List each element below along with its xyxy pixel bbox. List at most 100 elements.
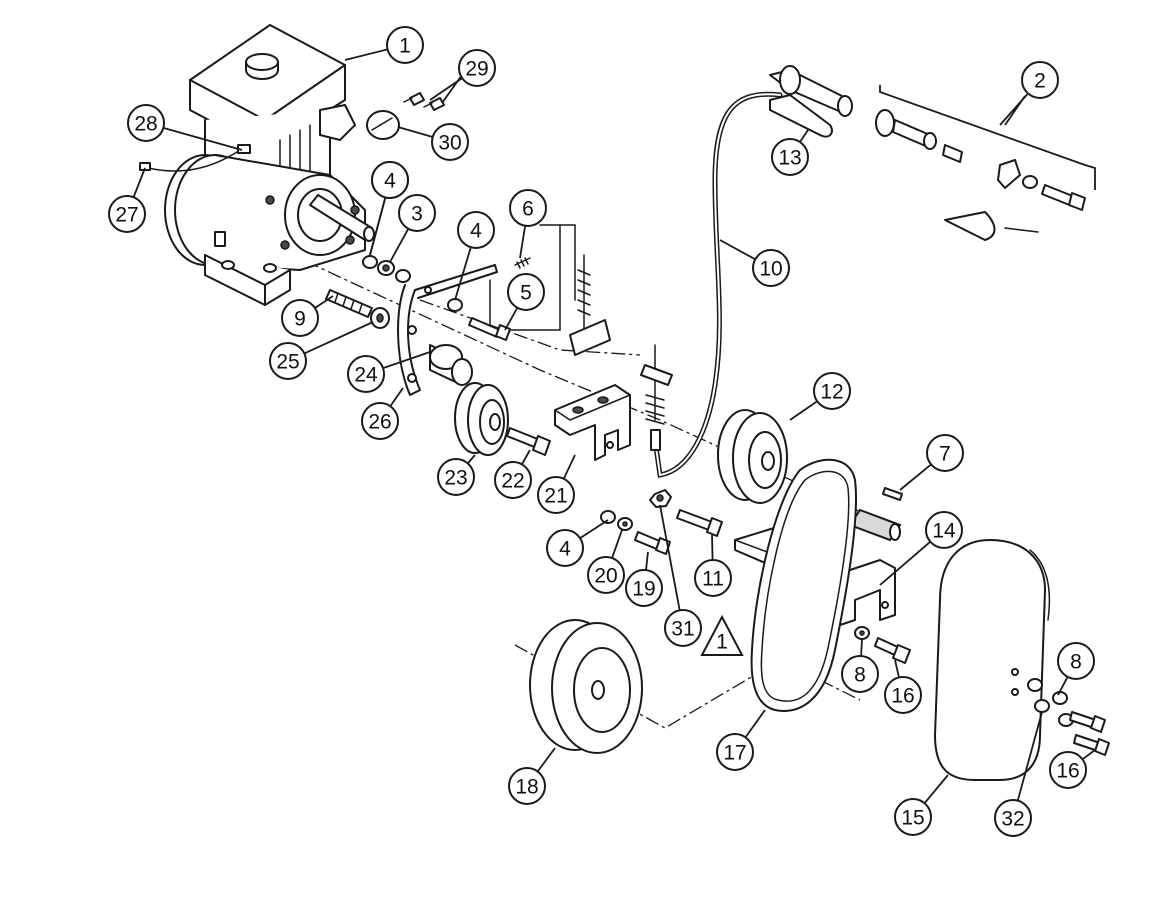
- leader-line-1: [344, 48, 388, 61]
- leader-line-15: [923, 774, 949, 804]
- warning-triangle: [700, 614, 744, 656]
- callout-26: 26: [361, 402, 399, 440]
- spacer-24: [429, 344, 473, 386]
- leader-line-4: [579, 519, 609, 539]
- callout-circle: [494, 461, 532, 499]
- callout-number: 25: [276, 351, 299, 374]
- callout-circle: [771, 138, 809, 176]
- callout-number: 32: [1001, 808, 1024, 831]
- callout-21: 21: [537, 476, 575, 514]
- callout-12: 12: [813, 372, 851, 410]
- leader-line-30: [397, 126, 433, 138]
- leader-line-32: [1016, 711, 1043, 801]
- callout-30: 30: [431, 123, 469, 161]
- callout-22: 22: [494, 461, 532, 499]
- callout-number: 22: [501, 470, 524, 493]
- callout-circle: [507, 273, 545, 311]
- callout-number: 29: [465, 58, 488, 81]
- callout-20: 20: [587, 556, 625, 594]
- callout-number: 16: [1056, 760, 1079, 783]
- callout-circle: [694, 559, 732, 597]
- callout-circle: [127, 104, 165, 142]
- callout-circle: [884, 676, 922, 714]
- callout-number: 18: [515, 776, 538, 799]
- callout-number: 11: [702, 568, 724, 591]
- callout-circle: [587, 556, 625, 594]
- leader-line-26: [389, 387, 404, 407]
- callout-circle: [926, 434, 964, 472]
- callout-circle: [108, 195, 146, 233]
- callout-23: 23: [437, 458, 475, 496]
- throttle-spring-assembly: [569, 254, 611, 356]
- engine: [164, 24, 375, 306]
- callout-13: 13: [771, 138, 809, 176]
- callout-circle: [752, 249, 790, 287]
- callout-number: 24: [354, 364, 378, 387]
- callout-number: 17: [723, 742, 746, 765]
- callout-circle: [508, 767, 546, 805]
- leader-line-8: [860, 639, 863, 657]
- leader-line-3: [389, 228, 410, 263]
- callout-18: 18: [508, 767, 546, 805]
- callout-number: 4: [559, 538, 571, 561]
- callout-circle: [841, 655, 879, 693]
- callout-9: 9: [281, 299, 319, 337]
- callout-8: 8: [1057, 642, 1095, 680]
- tension-spring-6: [514, 257, 531, 269]
- callout-circle: [269, 342, 307, 380]
- washer-8-mid: [854, 626, 870, 640]
- callout-number: 4: [384, 170, 396, 193]
- leader-line-16: [894, 659, 900, 678]
- callout-number: 2: [1034, 70, 1046, 93]
- warning-symbol-label: 1: [716, 631, 728, 654]
- clutch-cable: [650, 91, 783, 478]
- leader-line-25: [303, 321, 374, 355]
- leader-line-21: [562, 454, 576, 480]
- callout-circle: [281, 299, 319, 337]
- callout-number: 12: [820, 381, 843, 404]
- callout-31: 31: [664, 609, 702, 647]
- callout-number: 10: [759, 258, 782, 281]
- leader-line-12: [789, 400, 818, 421]
- callout-circle: [398, 194, 436, 232]
- callout-16: 16: [1049, 751, 1087, 789]
- callout-number: 26: [368, 411, 391, 434]
- drive-shaft: [848, 508, 902, 542]
- callout-number: 15: [901, 807, 924, 830]
- callout-circle: [716, 733, 754, 771]
- leader-line-22: [521, 449, 531, 465]
- bolt-22: [506, 427, 551, 456]
- callout-circle: [509, 189, 547, 227]
- handle-grip-assembly: [875, 109, 1086, 211]
- clutch-bracket-21: [554, 384, 631, 461]
- leader-line-16: [1081, 749, 1096, 761]
- callout-circle: [813, 372, 851, 410]
- callout-number: 7: [939, 443, 951, 466]
- air-filter-knob: [366, 110, 400, 140]
- leader-line-20: [611, 529, 623, 559]
- bolt-16-mid: [874, 637, 911, 664]
- callout-3: 3: [398, 194, 436, 232]
- callout-number: 3: [411, 203, 423, 226]
- engine-mounting-plate: [397, 264, 498, 396]
- callout-number: 8: [1070, 651, 1082, 674]
- callout-4: 4: [457, 211, 495, 249]
- callout-5: 5: [507, 273, 545, 311]
- callout-leaders: [132, 48, 1096, 804]
- callout-8: 8: [841, 655, 879, 693]
- callout-circle: [664, 609, 702, 647]
- leader-line-14: [879, 541, 931, 586]
- washer-25: [370, 307, 390, 329]
- callout-circle: [386, 26, 424, 64]
- callout-number: 14: [932, 520, 956, 543]
- leader-line-19: [645, 551, 649, 571]
- bolt-11: [676, 509, 723, 537]
- callout-11: 11: [694, 559, 732, 597]
- callout-number: 19: [632, 578, 655, 601]
- callout-circle: [361, 402, 399, 440]
- callout-17: 17: [716, 733, 754, 771]
- callout-16: 16: [884, 676, 922, 714]
- v-belt-17: [750, 458, 857, 712]
- callout-number: 16: [891, 685, 914, 708]
